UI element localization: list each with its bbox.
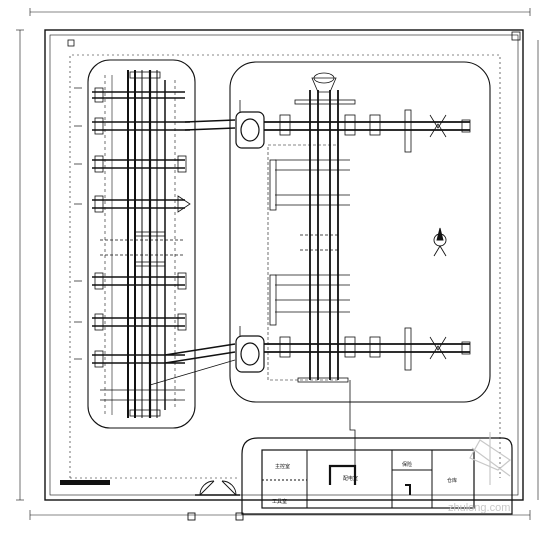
north-arrow-icon <box>433 227 447 257</box>
watermark: zhulong.com <box>448 432 512 514</box>
right-switchyard <box>229 61 491 465</box>
interconnect-lines <box>149 119 236 386</box>
room-label-distribution: 配电室 <box>343 475 358 482</box>
room-label-store: 仓库 <box>447 477 457 484</box>
boundary-wall <box>44 29 524 501</box>
room-label-tools: 工具室 <box>272 498 287 505</box>
room-label-safety: 保险 <box>402 461 412 468</box>
entrance-gate <box>187 480 244 521</box>
room-labels: 主控室 配电室 保险 工具室 仓库 <box>272 461 457 505</box>
dimension-lines <box>16 8 539 520</box>
watermark-text: zhulong.com <box>448 502 510 514</box>
left-switchyard <box>74 59 196 429</box>
room-label-control: 主控室 <box>275 463 290 470</box>
control-building <box>241 437 513 515</box>
